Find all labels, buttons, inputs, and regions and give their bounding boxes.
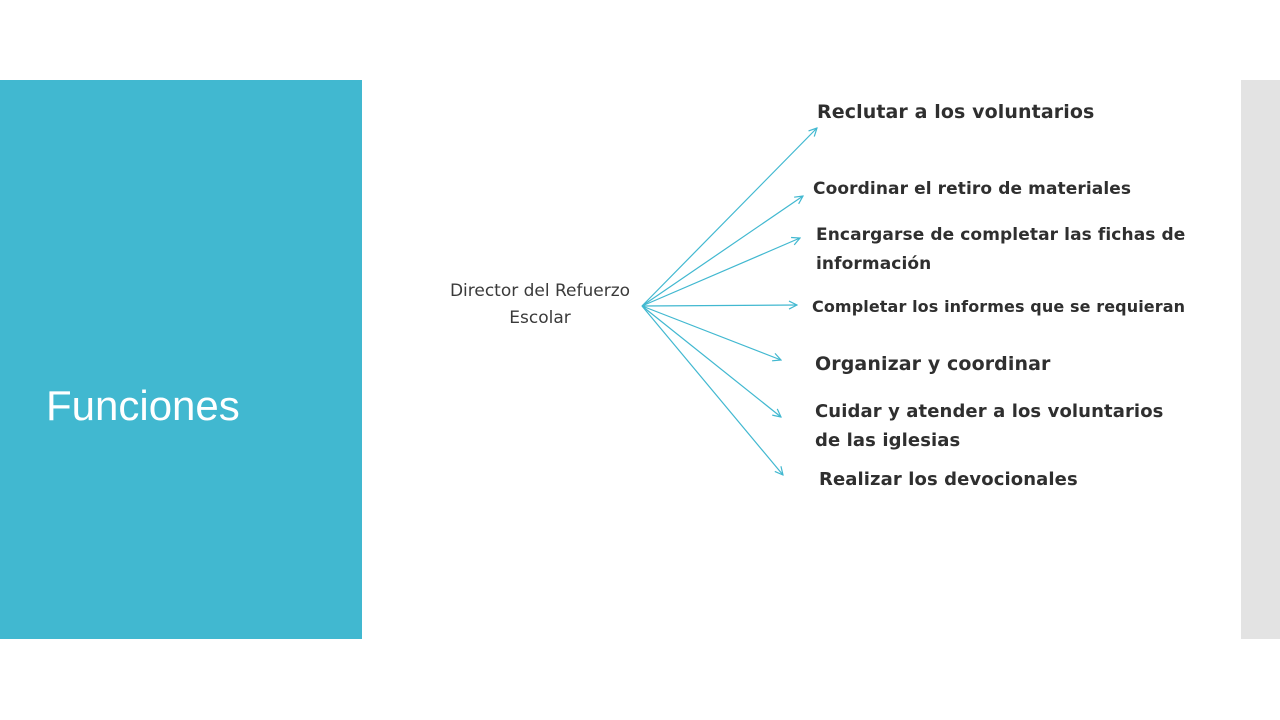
source-line: Escolar [509,308,571,328]
arrow-4 [641,305,797,306]
function-text: Reclutar a los voluntarios [817,101,1095,123]
side-strip [1241,80,1280,639]
function-text: Organizar y coordinar [815,353,1051,375]
function-item: Completar los informes que se requieran [812,294,1185,320]
arrow-1 [641,128,817,307]
function-text: información [816,254,932,274]
function-text: Realizar los devocionales [819,469,1078,490]
source-line: Director del Refuerzo [449,281,631,301]
function-text: Encargarse de completar las fichas de [816,225,1186,245]
arrow-7 [641,305,783,475]
slide-title: Funciones [46,382,240,429]
function-item: Encargarse de completar las fichas de in… [816,221,1185,279]
function-text: de las iglesias [815,430,961,451]
arrow-3 [641,238,800,307]
function-item: Coordinar el retiro de materiales [813,176,1131,202]
function-text: Cuidar y atender a los voluntarios [815,401,1164,422]
function-text: Coordinar el retiro de materiales [813,179,1132,199]
function-item: Organizar y coordinar [815,350,1051,378]
function-item: Reclutar a los voluntarios [817,99,1094,125]
arrow-6 [641,305,781,417]
function-item: Cuidar y atender a los voluntarios de la… [815,397,1164,455]
arrow-2 [641,196,803,307]
function-text: Completar los informes que se requieran [812,297,1186,316]
source-node: Director del Refuerzo Escolar [410,278,670,332]
arrow-5 [641,305,781,360]
function-item: Realizar los devocionales [819,466,1078,493]
title-panel: Funciones [0,80,362,639]
